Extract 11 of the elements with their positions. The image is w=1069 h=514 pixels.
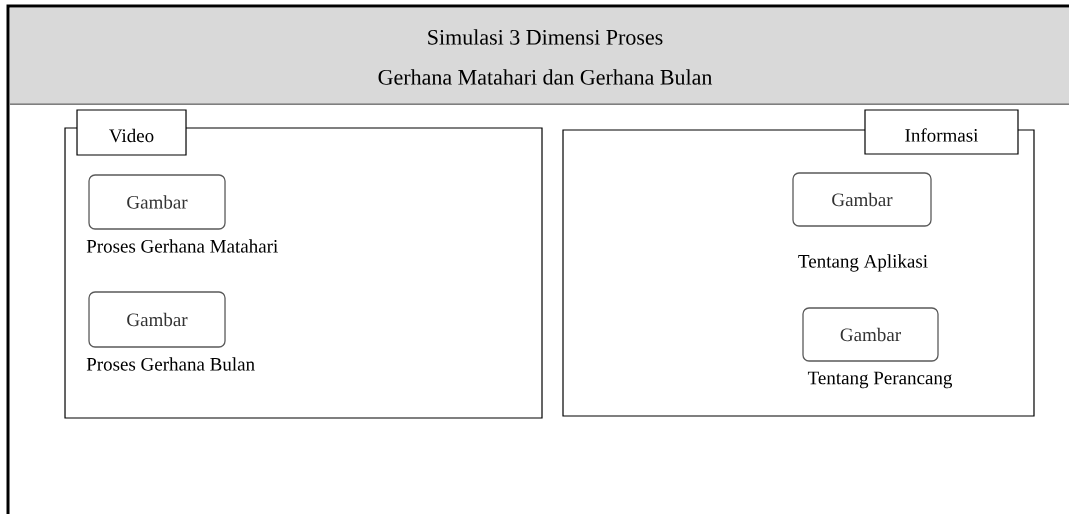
button-caption: Proses Gerhana Bulan xyxy=(86,357,255,371)
button: Gambar xyxy=(88,174,226,230)
button-caption: Tentang Aplikasi xyxy=(798,254,928,272)
button-caption: Tentang Perancang xyxy=(807,371,953,389)
button: Gambar xyxy=(802,307,939,362)
header-band: Simulasi 3 Dimensi Proses Gerhana Matahari dan Gerhana Bulan xyxy=(9,8,1069,105)
button: Gambar xyxy=(792,172,932,227)
panel-tab: Video xyxy=(76,109,187,156)
button-caption: Proses Gerhana Matahari xyxy=(86,239,278,253)
panel-tab: Informasi xyxy=(864,109,1019,155)
button: Gambar xyxy=(88,291,226,348)
